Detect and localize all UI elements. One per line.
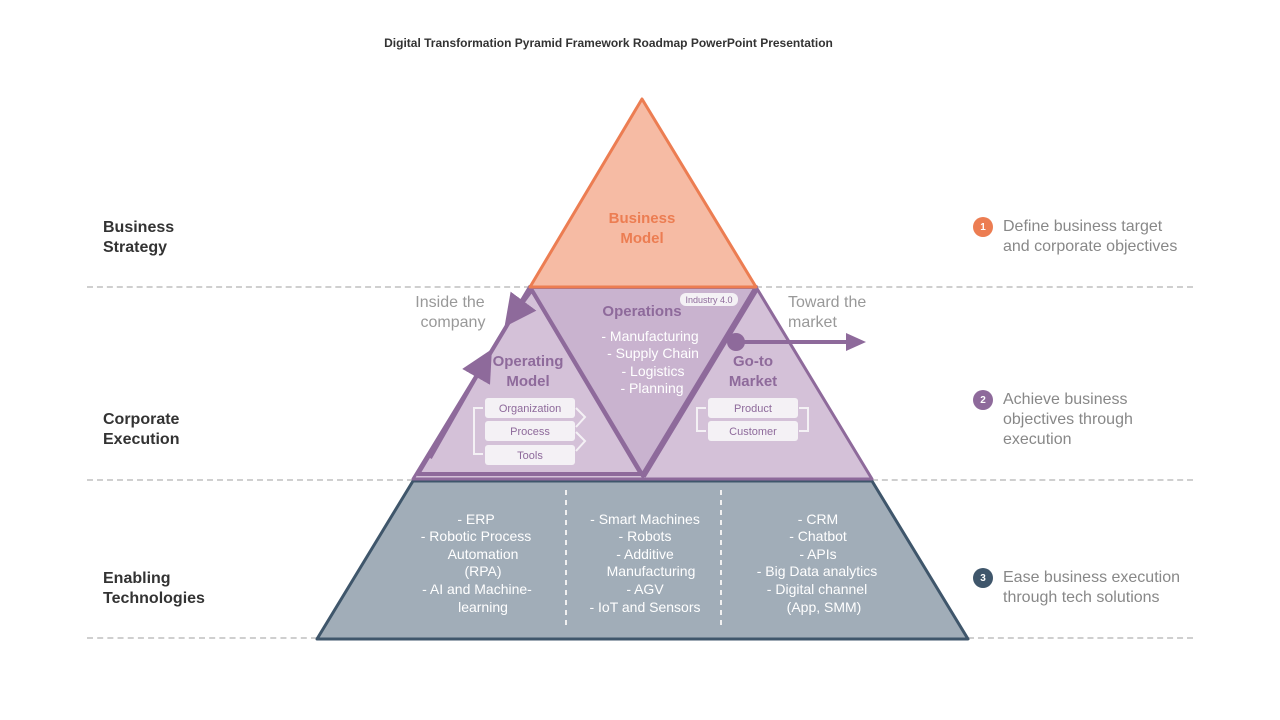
chip-label: Organization <box>499 403 561 415</box>
cycle-bracket-left <box>473 407 483 455</box>
operations-item: - Logistics <box>621 363 684 379</box>
cycle-bracket-right <box>799 407 809 432</box>
base-item: - Chatbot <box>789 528 847 544</box>
step-line: through tech solutions <box>1003 589 1160 606</box>
base-item: - AGV <box>626 581 664 597</box>
divider-mid-right <box>872 479 1193 481</box>
base-item: (RPA) <box>464 563 501 579</box>
cycle-bracket-right <box>575 407 587 428</box>
step-line: Define business target <box>1003 218 1163 235</box>
step-description: Ease business execution through tech sol… <box>1003 568 1233 608</box>
base-item: Manufacturing <box>607 563 696 579</box>
step-description: Achieve business objectives through exec… <box>1003 390 1233 450</box>
row-label-line: Corporate <box>103 411 180 428</box>
chip-label: Process <box>510 426 550 438</box>
chip-label: Tools <box>517 450 543 462</box>
base-item: - IoT and Sensors <box>589 599 700 615</box>
operating-model-label: Operating <box>493 353 564 370</box>
step-line: and corporate objectives <box>1003 238 1178 255</box>
cycle-bracket-left <box>696 407 706 432</box>
page-title: Digital Transformation Pyramid Framework… <box>384 36 833 50</box>
step-line: Ease business execution <box>1003 569 1180 586</box>
base-item: - APIs <box>799 546 836 562</box>
step-description: Define business target and corporate obj… <box>1003 217 1233 257</box>
arrow-up-left <box>428 349 492 459</box>
inside-company-note: Inside the <box>415 294 484 311</box>
step-number-badge: 3 <box>973 568 993 588</box>
divider-top-right <box>756 286 1193 288</box>
pyramid-base-layer <box>315 479 970 641</box>
base-item: - Smart Machines <box>590 511 700 527</box>
chip-customer <box>708 421 798 441</box>
base-item: - Additive <box>616 546 674 562</box>
divider-bottom-right <box>968 637 1193 639</box>
step-line: objectives through <box>1003 411 1133 428</box>
chip-product <box>708 398 798 418</box>
cycle-bracket-right <box>575 431 587 452</box>
toward-market-note: Toward the <box>788 294 866 311</box>
base-item: Automation <box>448 546 519 562</box>
industry-badge <box>680 293 738 306</box>
inside-company-note: company <box>421 314 486 331</box>
row-label-corporate-execution: Corporate Execution <box>103 410 179 450</box>
step-line: Achieve business <box>1003 391 1128 408</box>
step-line: execution <box>1003 431 1072 448</box>
business-model-label: Model <box>620 230 663 247</box>
base-item: - Digital channel <box>767 581 867 597</box>
go-to-market-label: Market <box>729 373 777 390</box>
go-to-market-edge <box>640 287 759 478</box>
step-2: 2 Achieve business objectives through ex… <box>973 390 1233 450</box>
operations-title: Operations <box>602 303 681 320</box>
chip-tools <box>485 445 575 465</box>
arrow-toward-market-head <box>846 333 866 351</box>
divider-top-left <box>87 286 530 288</box>
chip-process <box>485 421 575 441</box>
toward-market-note: market <box>788 314 837 331</box>
base-item: - Robotic Process <box>421 528 531 544</box>
operations-item: - Planning <box>620 380 683 396</box>
base-item: - Big Data analytics <box>757 563 878 579</box>
chip-label: Product <box>734 403 772 415</box>
chip-organization <box>485 398 575 418</box>
base-item: - CRM <box>798 511 838 527</box>
arrow-inside-company <box>504 289 537 327</box>
divider-bottom-left <box>87 637 317 639</box>
base-item: - Robots <box>619 528 672 544</box>
row-label-line: Business <box>103 219 175 236</box>
chip-label: Customer <box>729 426 777 438</box>
step-1: 1 Define business target and corporate o… <box>973 217 1233 257</box>
business-model-label: Business <box>609 210 676 227</box>
row-label-line: Strategy <box>103 239 168 256</box>
step-number-badge: 2 <box>973 390 993 410</box>
row-label-line: Technologies <box>103 590 205 607</box>
industry-badge-label: Industry 4.0 <box>685 295 732 305</box>
row-label-line: Execution <box>103 431 180 448</box>
row-label-enabling-technologies: Enabling Technologies <box>103 569 205 609</box>
operations-item: - Supply Chain <box>607 345 699 361</box>
step-number-badge: 1 <box>973 217 993 237</box>
pyramid-top-layer <box>528 97 758 289</box>
operations-item: - Manufacturing <box>601 328 698 344</box>
base-item: learning <box>458 599 508 615</box>
base-item: (App, SMM) <box>787 599 862 615</box>
row-label-line: Enabling <box>103 570 171 587</box>
go-to-market-label: Go-to <box>733 353 773 370</box>
operating-model-label: Model <box>506 373 549 390</box>
divider-mid-left <box>87 479 413 481</box>
row-label-business-strategy: Business Strategy <box>103 218 174 258</box>
base-item: - ERP <box>457 511 494 527</box>
step-3: 3 Ease business execution through tech s… <box>973 568 1233 608</box>
base-item: - AI and Machine- <box>422 581 532 597</box>
